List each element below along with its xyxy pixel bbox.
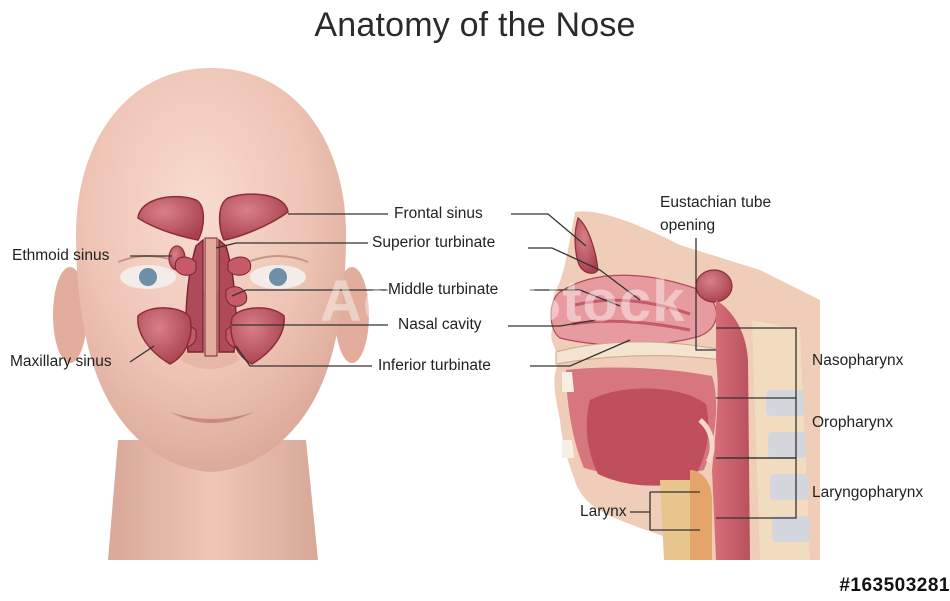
label-middle-turbinate: Middle turbinate — [388, 281, 498, 299]
label-nasal-cavity: Nasal cavity — [398, 316, 482, 334]
right-iris — [269, 268, 287, 286]
stock-id: #163503281 — [839, 575, 950, 597]
label-superior-turbinate: Superior turbinate — [372, 234, 495, 252]
label-ethmoid-sinus: Ethmoid sinus — [12, 247, 109, 265]
front-face — [53, 68, 369, 560]
label-oropharynx: Oropharynx — [812, 414, 893, 432]
label-maxillary-sinus: Maxillary sinus — [10, 353, 112, 371]
left-iris — [139, 268, 157, 286]
label-inferior-turbinate: Inferior turbinate — [378, 357, 491, 375]
septum — [205, 238, 217, 356]
label-nasopharynx: Nasopharynx — [812, 352, 903, 370]
superior-turbinate-shape — [228, 257, 251, 275]
label-eustachian-opening: opening — [660, 217, 715, 235]
label-frontal-sinus: Frontal sinus — [394, 205, 483, 223]
label-laryngopharynx: Laryngopharynx — [812, 484, 923, 502]
label-larynx: Larynx — [580, 503, 627, 521]
eustachian-opening-shape — [696, 270, 732, 302]
middle-turbinate-shape — [226, 287, 247, 307]
label-eustachian-tube: Eustachian tube — [660, 194, 771, 212]
